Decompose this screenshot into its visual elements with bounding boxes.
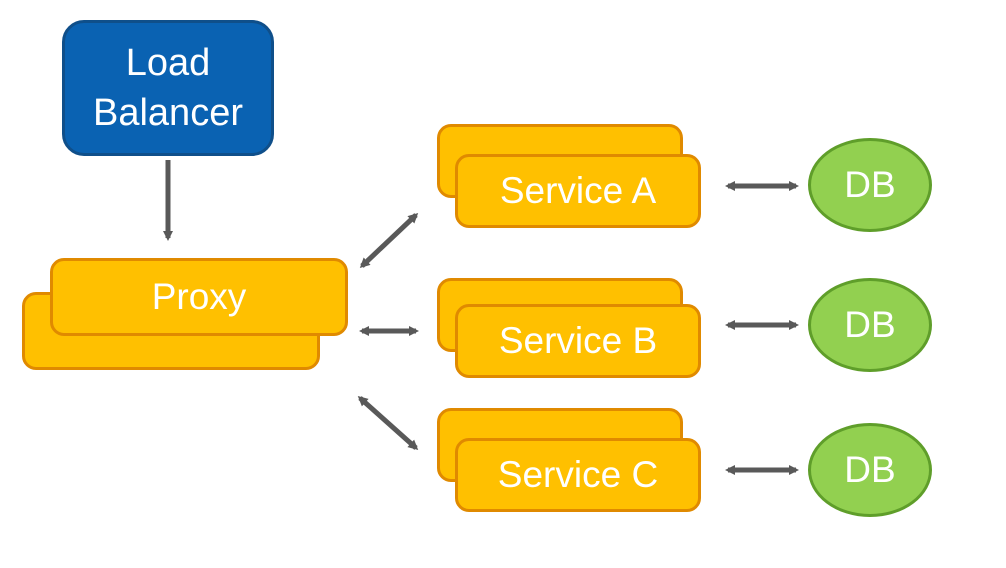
proxy-node: Proxy xyxy=(50,258,348,336)
load-balancer-label: Load Balancer xyxy=(93,42,243,134)
database-c-node: DB xyxy=(808,423,932,517)
database-c-label: DB xyxy=(844,449,896,490)
service-b-node: Service B xyxy=(455,304,701,378)
database-a-label: DB xyxy=(844,164,896,205)
database-a-node: DB xyxy=(808,138,932,232)
database-b-label: DB xyxy=(844,304,896,345)
service-a-node: Service A xyxy=(455,154,701,228)
load-balancer-node: Load Balancer xyxy=(62,20,274,156)
proxy-label: Proxy xyxy=(151,276,247,317)
service-c-node: Service C xyxy=(455,438,701,512)
service-a-label: Service A xyxy=(499,170,657,211)
service-c-label: Service C xyxy=(497,454,659,495)
proxy-service-c-arrow xyxy=(357,396,419,450)
service-b-label: Service B xyxy=(498,320,658,361)
database-b-node: DB xyxy=(808,278,932,372)
proxy-service-a-arrow xyxy=(359,212,419,269)
